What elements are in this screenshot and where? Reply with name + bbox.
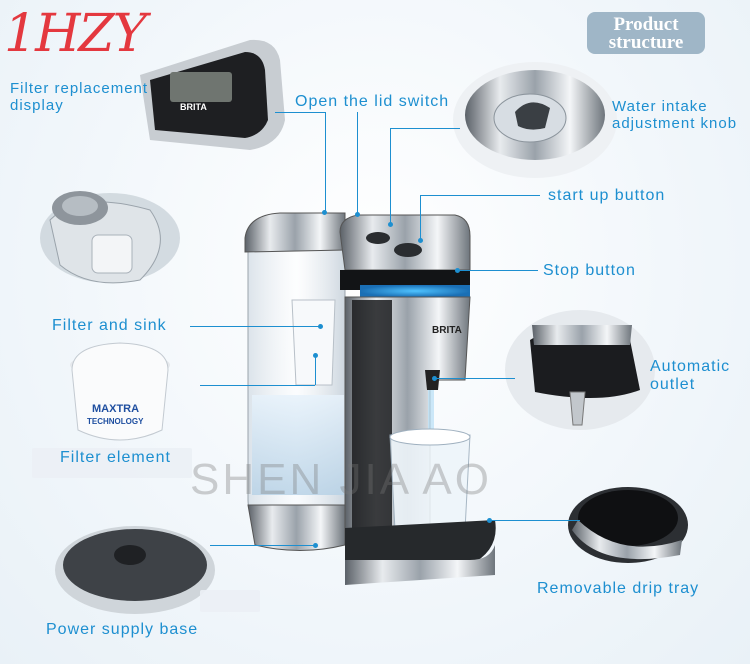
automatic-outlet-line1: Automatic	[650, 358, 731, 375]
leader-line	[200, 385, 315, 386]
filter-display-closeup: BRITA	[140, 39, 285, 151]
leader-line	[315, 355, 316, 385]
leader-dot	[487, 518, 492, 523]
leader-line	[210, 545, 315, 546]
power-base-closeup	[55, 526, 215, 614]
leader-dot	[418, 238, 423, 243]
filter-display-label: Filter replacement display	[10, 80, 148, 114]
leader-line	[275, 112, 325, 113]
filter-display-line1: Filter replacement	[10, 80, 149, 97]
filter-cartridge: MAXTRA TECHNOLOGY	[70, 342, 170, 441]
leader-line	[390, 128, 391, 224]
power-base-box	[200, 590, 260, 612]
leader-line	[390, 128, 460, 129]
water-intake-line1: Water intake	[612, 98, 708, 115]
leader-line	[357, 112, 358, 214]
leader-dot	[322, 210, 327, 215]
leader-line	[420, 195, 421, 240]
product-structure-badge: Product structure	[587, 12, 705, 54]
leader-line	[458, 270, 538, 271]
leader-line	[435, 378, 515, 379]
leader-dot	[313, 543, 318, 548]
badge-line1: Product	[613, 14, 679, 35]
brand-logo: 1HZY	[4, 4, 147, 64]
filter-sink-label: Filter and sink	[52, 317, 167, 334]
drip-tray-closeup	[568, 487, 688, 563]
filter-display-line2: display	[10, 97, 64, 114]
filter-element-box	[32, 448, 192, 478]
automatic-outlet-line2: outlet	[650, 376, 696, 393]
power-base-label: Power supply base	[46, 621, 199, 638]
leader-dot	[388, 222, 393, 227]
watermark: SHEN JIA AO	[190, 455, 492, 504]
leader-line	[420, 195, 540, 196]
outlet-closeup	[505, 310, 655, 430]
leader-dot	[318, 324, 323, 329]
leader-dot	[432, 376, 437, 381]
open-lid-label: Open the lid switch	[295, 93, 450, 110]
leader-dot	[455, 268, 460, 273]
water-dispenser: BRITA	[244, 212, 496, 585]
brita-body-logo: BRITA	[432, 325, 462, 336]
leader-line	[190, 326, 320, 327]
lid-closeup	[40, 191, 180, 284]
leader-line	[490, 520, 580, 521]
leader-line	[325, 112, 326, 212]
leader-dot	[313, 353, 318, 358]
badge-line2: structure	[608, 32, 684, 53]
water-intake-label: Water intake adjustment knob	[612, 98, 737, 132]
drip-tray-label: Removable drip tray	[537, 580, 700, 597]
maxtra-text: MAXTRA	[92, 403, 139, 415]
start-button-label: start up button	[548, 187, 666, 204]
technology-text: TECHNOLOGY	[87, 417, 144, 426]
stop-button-label: Stop button	[543, 262, 636, 279]
automatic-outlet-label: Automatic outlet	[650, 358, 730, 394]
svg-text:BRITA: BRITA	[180, 102, 207, 112]
water-knob-closeup	[453, 62, 617, 178]
filter-element-label: Filter element	[60, 449, 171, 466]
water-intake-line2: adjustment knob	[612, 115, 738, 132]
leader-dot	[355, 212, 360, 217]
